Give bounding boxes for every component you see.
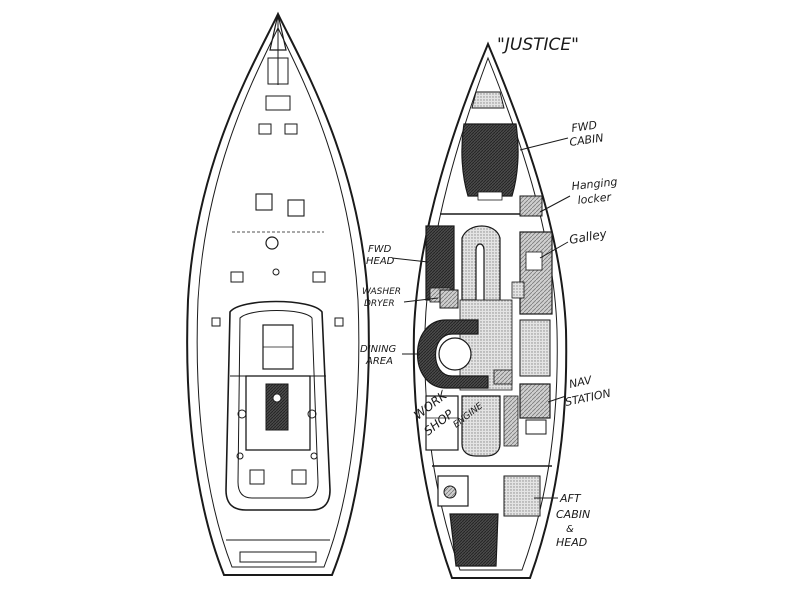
label-washer-dryer: WASHER DRYER xyxy=(362,287,439,309)
drawing-title: "JUSTICE" xyxy=(497,35,579,55)
helm-pedestal xyxy=(265,383,289,431)
svg-text:CABIN: CABIN xyxy=(556,508,590,521)
dining-settee xyxy=(416,319,489,389)
svg-text:AFT: AFT xyxy=(559,492,582,505)
label-fwd-cabin: FWD CABIN xyxy=(519,119,605,151)
svg-text:FWD: FWD xyxy=(368,244,392,255)
svg-text:DINING: DINING xyxy=(360,344,397,355)
forepeak-locker xyxy=(471,91,505,109)
anchor-well xyxy=(267,57,289,85)
interior-plan xyxy=(412,41,568,579)
dining-table xyxy=(438,337,472,371)
washer-dryer xyxy=(439,289,459,309)
deck-hatch-right xyxy=(287,199,305,217)
label-hanging-locker: Hanging locker xyxy=(539,175,618,213)
label-aft-cabin-head: AFT CABIN & HEAD xyxy=(534,492,590,549)
svg-text:HEAD: HEAD xyxy=(366,256,395,267)
aft-cabin-berth xyxy=(449,513,499,567)
nav-station xyxy=(519,383,551,419)
fwd-hatch xyxy=(265,95,291,111)
svg-text:locker: locker xyxy=(577,190,613,207)
label-galley: Galley xyxy=(539,226,609,259)
svg-text:Galley: Galley xyxy=(568,226,609,247)
label-fwd-head: FWD HEAD xyxy=(366,244,429,267)
work-shop xyxy=(425,395,459,451)
title-annotation: "JUSTICE" xyxy=(497,35,579,55)
deck-plan xyxy=(186,11,370,576)
svg-text:DRYER: DRYER xyxy=(364,299,395,309)
fwd-cabin-berth xyxy=(461,123,519,197)
deck-toe-rail xyxy=(196,26,360,568)
winch xyxy=(307,409,317,419)
mast xyxy=(265,236,279,250)
svg-text:&: & xyxy=(566,524,574,535)
coachroof xyxy=(225,300,331,511)
label-dining-area: DINING AREA xyxy=(360,344,420,367)
svg-text:HEAD: HEAD xyxy=(556,536,587,549)
deck-hull-outline xyxy=(186,11,370,576)
deck-hatch-left xyxy=(255,193,273,211)
galley xyxy=(519,231,553,315)
svg-text:Hanging: Hanging xyxy=(571,175,618,193)
svg-text:AREA: AREA xyxy=(365,356,393,367)
svg-text:WASHER: WASHER xyxy=(362,287,401,297)
engine-compartment xyxy=(461,395,501,457)
hanging-locker xyxy=(519,195,543,217)
winch xyxy=(237,409,247,419)
svg-text:NAV: NAV xyxy=(568,373,594,391)
svg-text:FWD: FWD xyxy=(571,119,598,135)
svg-text:CABIN: CABIN xyxy=(569,131,605,149)
